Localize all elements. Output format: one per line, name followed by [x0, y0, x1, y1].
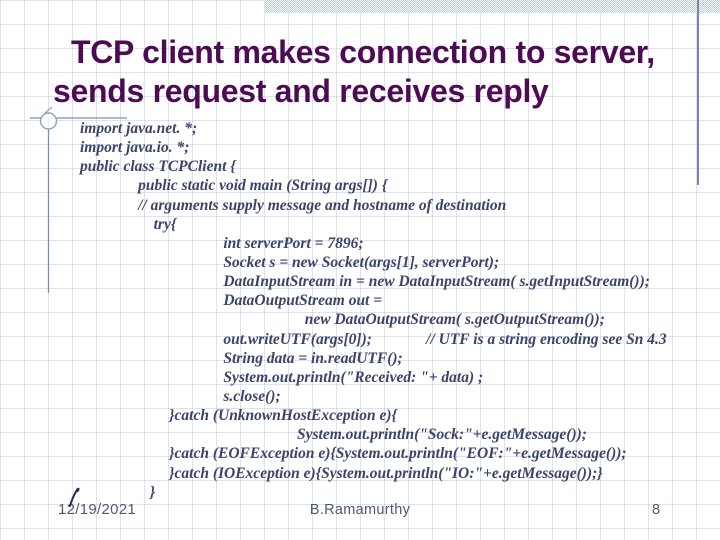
- code-line: }catch (EOFException e){System.out.print…: [80, 445, 627, 463]
- circle-line-ornament-icon: [30, 106, 127, 293]
- code-line: new DataOutputStream( s.getOutputStream(…: [80, 311, 605, 329]
- slide-title-line2: sends request and receives reply: [53, 72, 549, 109]
- code-line: }: [80, 483, 156, 501]
- slide-title-line1: TCP client makes connection to server,: [71, 34, 655, 70]
- code-line: DataOutputStream out =: [80, 292, 383, 310]
- code-line: Socket s = new Socket(args[1], serverPor…: [80, 253, 500, 271]
- code-line: }catch (IOException e){System.out.printl…: [80, 464, 603, 482]
- code-line: String data = in.readUTF();: [80, 349, 403, 367]
- page-number: 8: [652, 502, 661, 518]
- code-line: // arguments supply message and hostname…: [80, 196, 507, 214]
- code-line: import java.io. *;: [80, 139, 190, 157]
- code-line: System.out.println("Received: "+ data) ;: [80, 368, 484, 386]
- code-block: import java.net. *;import java.io. *;pub…: [80, 119, 720, 502]
- code-line: int serverPort = 7896;: [80, 234, 364, 252]
- code-line: try{: [80, 215, 177, 233]
- pen-cursor-icon: [69, 487, 80, 507]
- code-line: public class TCPClient {: [80, 158, 236, 176]
- code-line: public static void main (String args[]) …: [80, 177, 388, 195]
- code-line: }catch (UnknownHostException e){: [80, 407, 397, 425]
- slide-title: TCP client makes connection to server, s…: [53, 33, 668, 110]
- code-line: s.close();: [80, 387, 281, 405]
- code-line: System.out.println("Sock:"+e.getMessage(…: [80, 426, 587, 444]
- footer-author: B.Ramamurthy: [309, 502, 411, 518]
- code-line: import java.net. *;: [80, 120, 198, 137]
- right-edge-rule: [697, 0, 699, 185]
- footer-date: 12/19/2021: [58, 501, 137, 518]
- top-band-decoration: [264, 0, 720, 13]
- code-line: out.writeUTF(args[0]); // UTF is a strin…: [80, 330, 667, 348]
- code-line: DataInputStream in = new DataInputStream…: [80, 273, 650, 291]
